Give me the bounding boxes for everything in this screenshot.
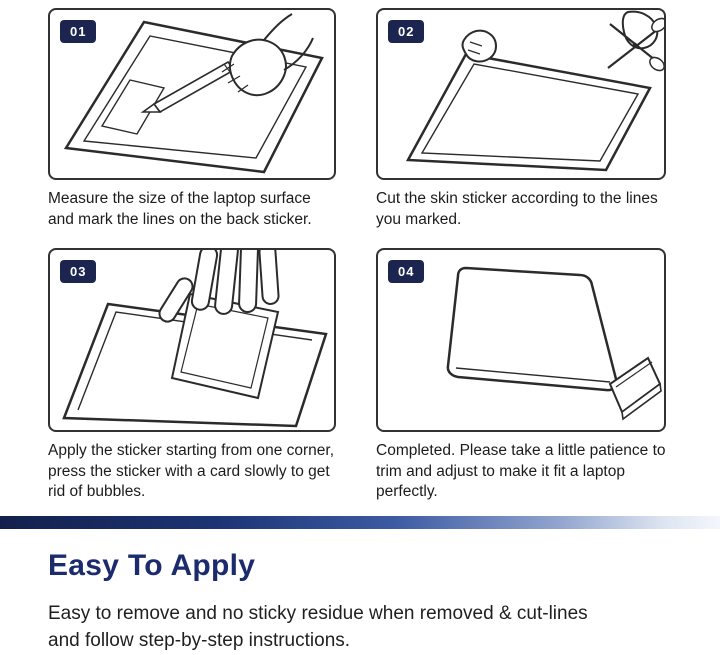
- step-block-2: 02 Cut the skin sticker according to the…: [376, 8, 666, 230]
- step-block-4: 04 Completed. Please take a little patie…: [376, 248, 666, 503]
- step-panel-2: 02: [376, 8, 666, 180]
- step-block-1: 01 Measure the size of the laptop surfac…: [48, 8, 336, 230]
- step-caption: Apply the sticker starting from one corn…: [48, 442, 335, 501]
- step-caption: Cut the skin sticker according to the li…: [376, 190, 658, 228]
- step-panel-3: 03: [48, 248, 336, 432]
- apply-with-card-illustration: [62, 250, 328, 428]
- cut-with-scissors-illustration: [405, 10, 664, 172]
- step-block-3: 03 Apply the sticker starting from one c…: [48, 248, 336, 503]
- measure-and-mark-illustration: [63, 13, 324, 174]
- easy-to-apply-heading: Easy To Apply: [48, 549, 256, 582]
- gradient-divider: [0, 516, 720, 529]
- step-number-badge: 03: [60, 260, 97, 283]
- step-panel-1: 01: [48, 8, 336, 180]
- step-number-badge: 01: [60, 20, 97, 43]
- step-number-badge: 04: [388, 260, 425, 283]
- step-number-badge: 02: [388, 20, 425, 43]
- step-caption: Completed. Please take a little patience…: [376, 442, 666, 501]
- step-panel-4: 04: [376, 248, 666, 432]
- step-caption: Measure the size of the laptop surface a…: [48, 190, 312, 228]
- footer-description: Easy to remove and no sticky residue whe…: [48, 603, 588, 651]
- completed-laptop-illustration: [446, 266, 662, 421]
